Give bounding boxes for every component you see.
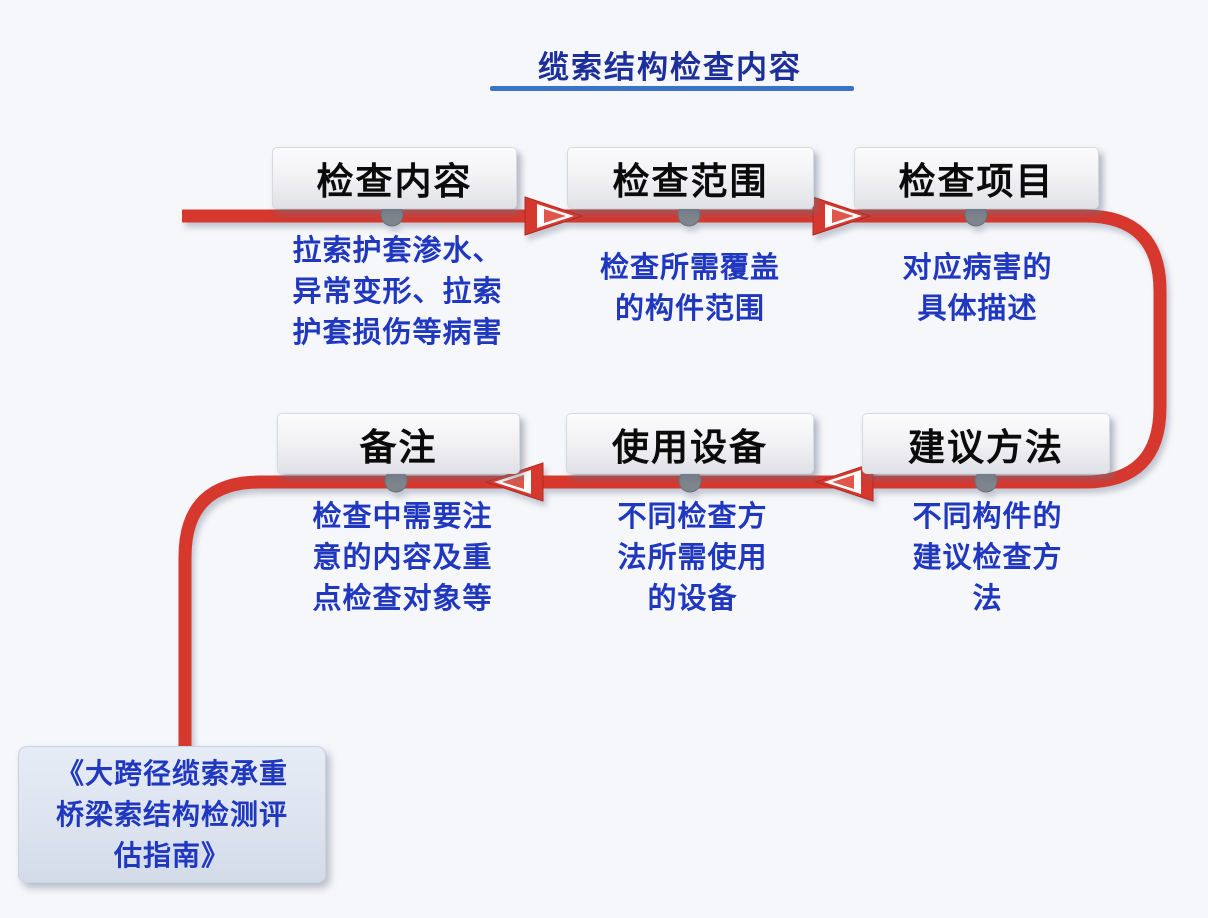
stage-box-inspection-content: 检查内容 bbox=[272, 147, 517, 209]
stage-box-remarks: 备注 bbox=[277, 413, 520, 474]
page-title: 缆索结构检查内容 bbox=[538, 50, 802, 85]
stage-box-label: 建议方法 bbox=[908, 426, 1064, 468]
stage-box-recommended-methods: 建议方法 bbox=[862, 413, 1110, 474]
stage-description: 检查中需要注 意的内容及重 点检查对象等 bbox=[312, 501, 493, 615]
flow-path bbox=[178, 209, 1167, 750]
stage-description: 检查所需覆盖 的构件范围 bbox=[599, 252, 780, 325]
source-reference-text: 《大跨径缆索承重 桥梁索结构检测评 估指南》 bbox=[55, 758, 288, 871]
arrow-right-icon bbox=[524, 196, 584, 236]
arrow-right-icon bbox=[812, 196, 872, 236]
stage-box-label: 备注 bbox=[359, 426, 438, 468]
stage-box-inspection-scope: 检查范围 bbox=[567, 147, 814, 209]
arrow-left-icon bbox=[814, 462, 874, 502]
stage-box-label: 检查范围 bbox=[612, 161, 769, 202]
stage-box-inspection-items: 检查项目 bbox=[854, 147, 1099, 209]
stage-box-label: 检查项目 bbox=[898, 161, 1055, 202]
source-reference-box: 《大跨径缆索承重 桥梁索结构检测评 估指南》 bbox=[18, 746, 326, 883]
stage-description: 拉索护套渗水、 异常变形、拉索 护套损伤等病害 bbox=[292, 235, 503, 349]
stage-box-equipment: 使用设备 bbox=[566, 413, 814, 474]
stage-description: 不同构件的 建议检查方 法 bbox=[912, 501, 1063, 615]
stage-box-label: 检查内容 bbox=[316, 161, 473, 202]
stage-box-label: 使用设备 bbox=[612, 426, 768, 468]
stage-description: 不同检查方 法所需使用 的设备 bbox=[617, 501, 768, 615]
stage-description: 对应病害的 具体描述 bbox=[902, 252, 1053, 325]
title-underline bbox=[490, 86, 854, 91]
